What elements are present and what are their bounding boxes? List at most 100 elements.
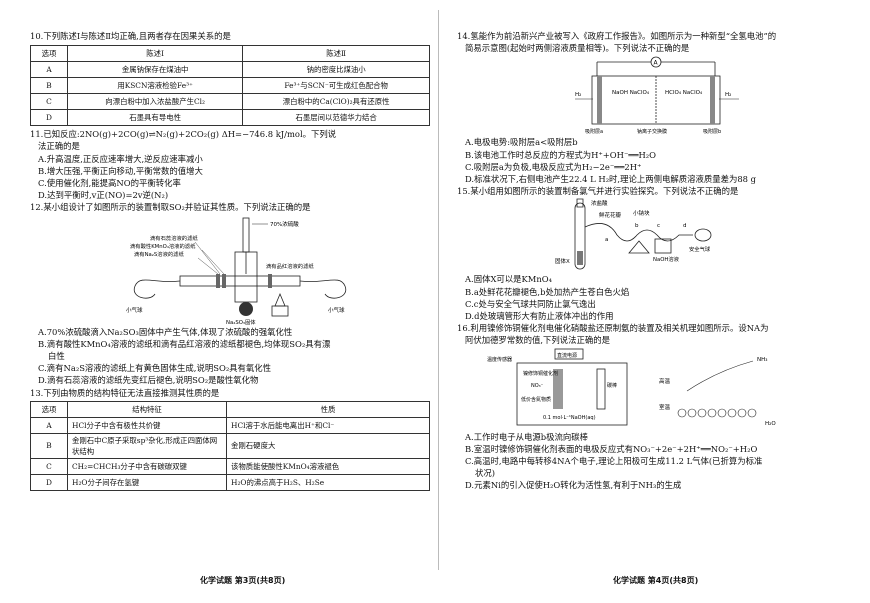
q11-option-c: C.使用催化剂,能提高NO的平衡转化率 <box>38 178 181 189</box>
table-cell: 钠的密度比煤油小 <box>242 61 430 79</box>
paper-marker <box>222 273 226 288</box>
point-d: d <box>683 223 687 229</box>
q10-stem: 10.下列陈述Ⅰ与陈述Ⅱ均正确,且两者存在因果关系的是 <box>30 31 231 41</box>
header-cell: 陈述Ⅱ <box>242 45 430 63</box>
table-cell: 金属钠保存在煤油中 <box>66 61 244 79</box>
q14-option-a: A.电极电势:吸附层a<吸附层b <box>465 137 578 148</box>
table-cell: A <box>30 416 68 434</box>
q12-option-c: C.滴有Na₂S溶液的滤纸上有黄色固体生成,说明SO₂具有氧化性 <box>38 363 272 374</box>
table-row: B 用KSCN溶液检验Fe³⁺ Fe³⁺与SCN⁻可生成红色配合物 <box>30 77 430 95</box>
hydrogen-battery-diagram: A NaOH NaClO₄ HClO₄ NaClO₄ H₂ H₂ 吸附层a 钠离… <box>575 57 739 135</box>
ads-a-label: 吸附层a <box>585 128 603 135</box>
table-cell: CH₂=CHCH₃分子中含有碳碳双键 <box>67 457 227 475</box>
table-header-row: 选项 结构特征 性质 <box>30 400 430 418</box>
solid-label: Na₂SO₃固体 <box>226 318 256 326</box>
sodium-label: 小钠块 <box>633 209 650 217</box>
table-cell: HCl溶于水后能电离出H⁺和Cl⁻ <box>226 416 430 434</box>
table-cell: 石墨层间以范德华力结合 <box>242 109 430 127</box>
carbon-label: 碳棒 <box>607 382 617 389</box>
carbon-rod <box>596 368 606 410</box>
paper-marker <box>216 273 220 288</box>
low-nitrogen-label: 低价含氮物质 <box>521 396 551 403</box>
table-cell: H₂O的沸点高于H₂S、H₂Se <box>226 473 430 491</box>
point-c: c <box>657 223 660 229</box>
q12-option-a: A.70%浓硫酸滴入Na₂SO₃固体中产生气体,体现了浓硫酸的强氧化性 <box>38 326 293 337</box>
cu-catalyst-label: 镍修饰铜催化剂 <box>523 370 558 377</box>
power-supply-label: 直流电源 <box>557 352 577 359</box>
column-divider <box>438 10 439 570</box>
table-cell: A <box>30 61 68 79</box>
petal-label: 鲜花花瓣 <box>599 211 622 219</box>
table-cell: B <box>30 432 68 459</box>
q15-option-c: C.c处与安全气球共同防止氯气逸出 <box>465 298 596 309</box>
chlorine-apparatus-diagram: 浓盐酸 固体X 鲜花花瓣 小钠块 a b c d NaOH溶液 安全气球 <box>555 199 712 270</box>
table-row: A HCl分子中含有极性共价键 HCl溶于水后能电离出H⁺和Cl⁻ <box>30 416 430 434</box>
table-cell: D <box>30 109 68 127</box>
point-b: b <box>635 223 639 229</box>
table-cell: B <box>30 77 68 95</box>
table-cell: 用KSCN溶液检验Fe³⁺ <box>66 77 244 95</box>
glass-tube <box>584 223 693 242</box>
left-solution-label: NaOH NaClO₄ <box>612 90 650 96</box>
table-row: D 石墨具有导电性 石墨层间以范德华力结合 <box>30 109 430 127</box>
naoh-bottle <box>654 239 672 254</box>
footer-right: 化学试题 第4页(共8页) <box>613 576 699 585</box>
q12-option-b-cont: 白性 <box>48 351 65 362</box>
reaction-arrow <box>686 360 754 391</box>
so2-apparatus-diagram: 70%浓硫酸 滴有石蕊溶液的滤纸 滴有酸性KMnO₄溶液的滤纸 滴有Na₂S溶液… <box>126 217 347 326</box>
paper-marker <box>268 273 272 288</box>
left-balloon-label: 小气球 <box>126 306 143 314</box>
adsorption-layer-b <box>710 76 715 125</box>
table-cell: C <box>30 93 68 111</box>
ads-b-label: 吸附层b <box>703 128 721 135</box>
naoh-label: NaOH溶液 <box>653 255 680 263</box>
q11-option-a: A.升高温度,正反应速率增大,逆反应速率减小 <box>38 153 203 164</box>
electrocatalysis-diagram: 直流电源 温度传感器 镍修饰铜催化剂 碳棒 NO₃⁻ 低价含氮物质 0.1 mo… <box>487 348 776 427</box>
q16-option-c-cont: 状况) <box>475 468 496 479</box>
acid-funnel <box>242 217 250 253</box>
table-row: D H₂O分子间存在氢键 H₂O的沸点高于H₂S、H₂Se <box>30 473 430 491</box>
footer-left: 化学试题 第3页(共8页) <box>200 576 286 585</box>
q12-option-d: D.滴有石蕊溶液的滤纸先变红后褪色,说明SO₂是酸性氧化物 <box>38 375 259 386</box>
header-cell: 结构特征 <box>67 400 227 418</box>
left-balloon <box>133 279 181 299</box>
q11-stem-cont: 法正确的是 <box>38 141 80 152</box>
nh3-label: NH₃ <box>757 357 767 363</box>
q16-stem: 16.利用镍修饰铜催化剂电催化硝酸盐还原制氨的装置及相关机理如图所示。设NA为 <box>457 323 769 334</box>
solid-x-label: 固体X <box>555 257 570 265</box>
table-row: C CH₂=CHCH₃分子中含有碳碳双键 该物质能使酸性KMnO₄溶液褪色 <box>30 457 430 475</box>
q12-figure: 70%浓硫酸 滴有石蕊溶液的滤纸 滴有酸性KMnO₄溶液的滤纸 滴有Na₂S溶液… <box>30 214 430 326</box>
test-tube <box>574 203 586 270</box>
q11-stem: 11.已知反应:2NO(g)+2CO(g)⇌N₂(g)+2CO₂(g) ΔH=−… <box>30 129 337 140</box>
point-a: a <box>605 237 608 243</box>
q15-figure: 浓盐酸 固体X 鲜花花瓣 小钠块 a b c d NaOH溶液 安全气球 <box>457 197 855 273</box>
cu-electrode <box>553 368 563 409</box>
table-row: A 金属钠保存在煤油中 钠的密度比煤油小 <box>30 61 430 79</box>
h2o-label: H₂O <box>765 421 776 427</box>
q16-stem-cont: 阿伏加德罗常数的值,下列说法正确的是 <box>465 335 611 346</box>
sensor-label: 温度传感器 <box>487 356 512 363</box>
paper-label-fuchsin: 滴有品红溶液的滤纸 <box>266 262 314 270</box>
q14-stem: 14.氢能作为前沿新兴产业被写入《政府工作报告》。如图所示为一种新型“全氢电池”… <box>457 31 777 41</box>
header-cell: 选项 <box>30 400 68 418</box>
table-cell: D <box>30 473 68 491</box>
naoh-label: 0.1 mol·L⁻¹NaOH(aq) <box>543 415 596 421</box>
safety-balloon <box>694 229 712 242</box>
q14-stem-cont: 简易示意图(起始时两侧溶液质量相等)。下列说法不正确的是 <box>465 43 690 54</box>
q12-option-b: B.滴有酸性KMnO₄溶液的滤纸和滴有品红溶液的滤纸都褪色,均体现SO₂具有漂 <box>38 338 331 349</box>
table-cell: Fe³⁺与SCN⁻可生成红色配合物 <box>242 77 430 95</box>
table-cell: 金刚石硬度大 <box>226 432 430 459</box>
table-cell: 漂白粉中的Ca(ClO)₂具有还原性 <box>242 93 430 111</box>
q14-figure: A NaOH NaClO₄ HClO₄ NaClO₄ H₂ H₂ 吸附层a 钠离… <box>457 54 855 136</box>
q11-option-b: B.增大压强,平衡正向移动,平衡常数的值增大 <box>38 165 203 176</box>
header-cell: 性质 <box>226 400 430 418</box>
table-header-row: 选项 陈述Ⅰ 陈述Ⅱ <box>30 45 430 63</box>
right-balloon <box>299 279 347 299</box>
q16-option-a: A.工作时电子从电源b极流向碳棒 <box>465 431 588 442</box>
q15-stem: 15.某小组用如图所示的装置制备氯气并进行实验探究。下列说法不正确的是 <box>457 186 739 197</box>
right-column: 14.氢能作为前沿新兴产业被写入《政府工作报告》。如图所示为一种新型“全氢电池”… <box>457 0 855 492</box>
horizontal-tube <box>179 275 301 287</box>
q16-option-b: B.室温时镍修饰铜催化剂表面的电极反应式有NO₃⁻+2e⁻+2H⁺══NO₂⁻+… <box>465 443 758 454</box>
q11-option-d: D.达到平衡时,v正(NO)=2v逆(N₂) <box>38 190 169 201</box>
